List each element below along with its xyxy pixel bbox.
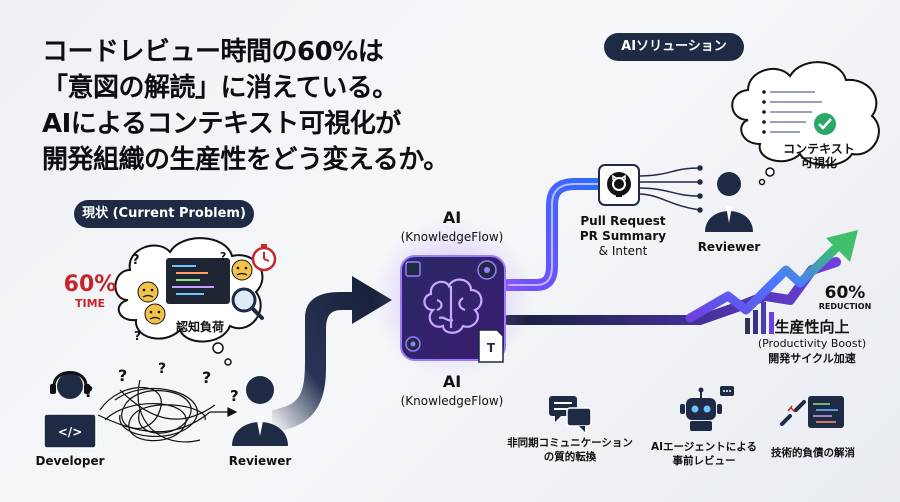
reduction-stat: 60% REDUCTION: [810, 284, 880, 311]
svg-text:?: ?: [230, 387, 239, 405]
github-icon: [598, 164, 640, 206]
headset-icon: [52, 371, 88, 387]
feature-agent-label: AIエージェントによる 事前レビュー: [644, 440, 764, 468]
time-stat-value: 60%: [63, 272, 117, 297]
svg-text:?: ?: [220, 250, 226, 263]
context-visualization-label: コンテキスト 可視化: [774, 142, 864, 170]
frown-face-icon: [231, 259, 253, 281]
headline-line-1: コードレビュー時間の60%は: [42, 37, 384, 67]
headline-line-3: AIによるコンテキスト可視化が: [42, 109, 401, 139]
confused-faces: ? ? ?: [132, 250, 264, 343]
feature-agent-line-1: AIエージェントによる: [650, 441, 757, 453]
feature-debt-line-1: 技術的負債の解消: [771, 447, 855, 459]
developer-figure: </>: [43, 371, 97, 449]
tangled-lines-icon: [97, 379, 238, 443]
feature-async-line-1: 非同期コミュニケーション: [507, 437, 633, 449]
headline-line-4: 開発組織の生産性をどう変えるか。: [42, 145, 449, 175]
headline-line-2: 「意図の解読」に消えている。: [42, 73, 398, 103]
current-problem-pill: 現状 (Current Problem): [74, 200, 254, 228]
reviewer-figure-solution: [705, 172, 753, 232]
gear-icon: [477, 260, 497, 280]
broken-link-icon: [780, 396, 844, 428]
feature-async-line-2: の質的転換: [543, 451, 597, 463]
svg-text:?: ?: [132, 253, 140, 268]
time-stat-unit: TIME: [74, 297, 106, 310]
pr-summary-label: Pull Request PR Summary & Intent: [578, 214, 668, 259]
productivity-sub2: 開発サイクル加速: [768, 352, 856, 365]
robot-icon: [680, 386, 734, 431]
pr-line-1: Pull Request: [580, 214, 666, 228]
ai-label-bottom: AI: [442, 372, 462, 391]
pr-line-2: PR Summary: [579, 229, 667, 243]
feature-debt-label: 技術的負債の解消: [758, 446, 868, 460]
brain-icon: [423, 278, 483, 334]
settings-icon: [405, 336, 421, 352]
headline: コードレビュー時間の60%は 「意図の解読」に消えている。 AIによるコンテキス…: [42, 34, 522, 178]
svg-text:</>: </>: [58, 425, 83, 439]
svg-text:?: ?: [134, 329, 141, 343]
cognitive-load-label: 認知負荷: [175, 320, 224, 334]
context-label-line-2: 可視化: [800, 156, 837, 170]
time-stat: 60% TIME: [60, 272, 120, 310]
reduction-label: REDUCTION: [818, 302, 872, 311]
ai-knowledgeflow-box: T: [400, 255, 506, 363]
confused-face-icon: [137, 281, 159, 303]
context-cloud: [731, 61, 880, 186]
feature-async-label: 非同期コミュニケーション の質的転換: [498, 436, 642, 464]
context-label-line-1: コンテキスト: [783, 142, 855, 156]
svg-text:?: ?: [158, 361, 166, 377]
document-icon: T: [478, 329, 504, 363]
pr-connectors: [637, 165, 703, 213]
productivity-block: 生産性向上 (Productivity Boost) 開発サイクル加速: [742, 318, 882, 366]
productivity-title: 生産性向上: [774, 318, 850, 336]
reviewer-label-solution: Reviewer: [697, 240, 761, 254]
chip-icon: [405, 261, 421, 277]
svg-text:?: ?: [202, 368, 211, 387]
growth-arrow: [685, 243, 841, 323]
reduction-value: 60%: [824, 283, 866, 303]
developer-label: Developer: [35, 454, 105, 468]
svg-text:T: T: [487, 341, 496, 355]
feature-agent-line-2: 事前レビュー: [672, 455, 736, 467]
bar-chart-icon: [745, 302, 774, 334]
magnifier-icon: [231, 287, 264, 320]
reviewer-label-current: Reviewer: [228, 454, 292, 468]
ai-sub-top: (KnowledgeFlow): [400, 230, 504, 244]
productivity-sub: (Productivity Boost): [757, 337, 867, 350]
ai-label-top: AI: [442, 208, 462, 227]
svg-text:?: ?: [118, 366, 127, 385]
worried-face-icon: [144, 303, 166, 325]
chat-bubbles-icon: [549, 396, 592, 432]
reviewer-figure-current: [232, 376, 288, 446]
pr-line-3: & Intent: [598, 244, 648, 258]
clock-icon: [251, 244, 277, 272]
flow-arrow-in: [272, 276, 392, 432]
ai-solution-pill: AIソリューション: [604, 33, 744, 61]
laptop-icon: [43, 413, 97, 449]
ai-sub-bottom: (KnowledgeFlow): [400, 394, 504, 408]
